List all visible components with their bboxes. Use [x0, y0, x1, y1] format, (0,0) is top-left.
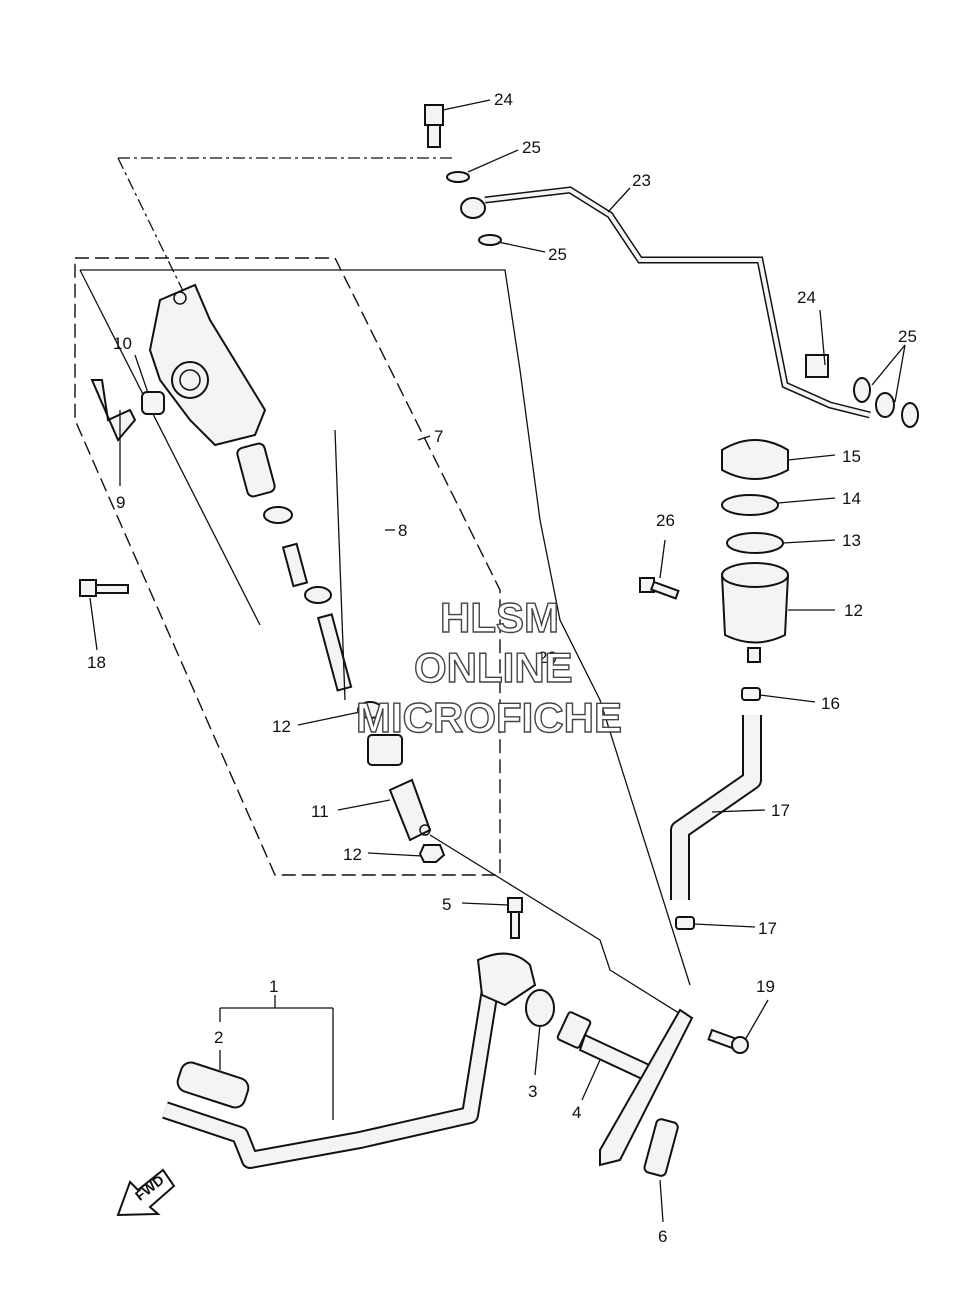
callout-21: 20: [538, 648, 557, 667]
callout-5: 5: [442, 895, 451, 914]
leader-top-to-body: [117, 157, 186, 296]
callout-4: 4: [572, 1103, 581, 1122]
washer-top-2: [478, 234, 502, 246]
group-line-rod: [429, 834, 691, 1021]
reservoir-bolt: [639, 577, 680, 600]
callout-7: 7: [434, 427, 443, 446]
watermark-line-2: ONLINE: [414, 644, 573, 691]
banjo-fitting: [460, 197, 486, 219]
clevis: [388, 778, 432, 842]
callout-14: 13: [842, 531, 861, 550]
callout-23: 23: [632, 171, 651, 190]
washer-right-3: [901, 402, 919, 428]
callout-10: 10: [113, 334, 132, 353]
forward-arrow-icon: FWD: [116, 1168, 176, 1217]
callout-25-mid: 25: [548, 245, 567, 264]
footrest-rubber: [176, 1061, 250, 1109]
callout-17-bottom: 17: [758, 919, 777, 938]
callout-12-top: 12: [272, 717, 291, 736]
callout-13: 12: [844, 601, 863, 620]
callout-17-top: 16: [821, 694, 840, 713]
return-spring: [643, 1118, 679, 1177]
hose-clamp-bottom: [675, 916, 695, 930]
callout-3: 3: [528, 1082, 537, 1101]
callout-18: 17: [771, 801, 790, 820]
callout-2: 2: [214, 1028, 223, 1047]
washer-top-1: [446, 171, 470, 183]
washer-right-2: [875, 392, 895, 418]
brake-switch: [90, 379, 137, 442]
reservoir-cap: [721, 439, 789, 480]
pedal-shaft: [556, 1008, 694, 1167]
grommet: [141, 391, 165, 415]
pedal-bolt: [507, 897, 523, 939]
callout-25-right: 25: [898, 327, 917, 346]
watermark-line-1: HLSM: [440, 594, 559, 641]
bolt-19: [79, 579, 129, 597]
leader-lines: [89, 99, 906, 1223]
assembly-7-boundary: [74, 257, 501, 876]
group-line-master-cylinder: [80, 269, 541, 521]
callout-26: 26: [656, 511, 675, 530]
group-line-left: [79, 269, 261, 626]
reservoir-tank: [720, 562, 790, 663]
callout-24-top: 24: [494, 90, 513, 109]
pedal-boss: [476, 952, 537, 1007]
group-line-right: [539, 519, 691, 986]
callout-12-bottom: 12: [343, 845, 362, 864]
washer-right-1: [853, 377, 871, 403]
master-cylinder-body: [148, 283, 267, 447]
pedal-pin: [707, 1028, 749, 1054]
hose-clamp-top: [741, 687, 761, 701]
callout-8: 8: [398, 521, 407, 540]
banjo-bolt-top: [424, 104, 444, 126]
banjo-bolt-right: [805, 354, 829, 378]
callout-24-right: 24: [797, 288, 816, 307]
callout-20: 19: [756, 977, 775, 996]
piston-kit: [236, 429, 403, 766]
callout-6: 6: [658, 1227, 667, 1246]
pedal-washer: [525, 989, 555, 1027]
callout-11: 11: [311, 802, 329, 821]
callout-1: 1: [269, 977, 278, 996]
callout-25-top: 25: [522, 138, 541, 157]
callout-19: 18: [87, 653, 106, 672]
callout-16: 15: [842, 447, 861, 466]
reservoir-diaphragm: [726, 532, 784, 554]
callout-15: 14: [842, 489, 861, 508]
callout-9: 9: [116, 493, 125, 512]
watermark-line-3: MICROFICHE: [356, 694, 622, 741]
lock-nut: [418, 844, 446, 863]
reservoir-holder: [721, 494, 779, 516]
